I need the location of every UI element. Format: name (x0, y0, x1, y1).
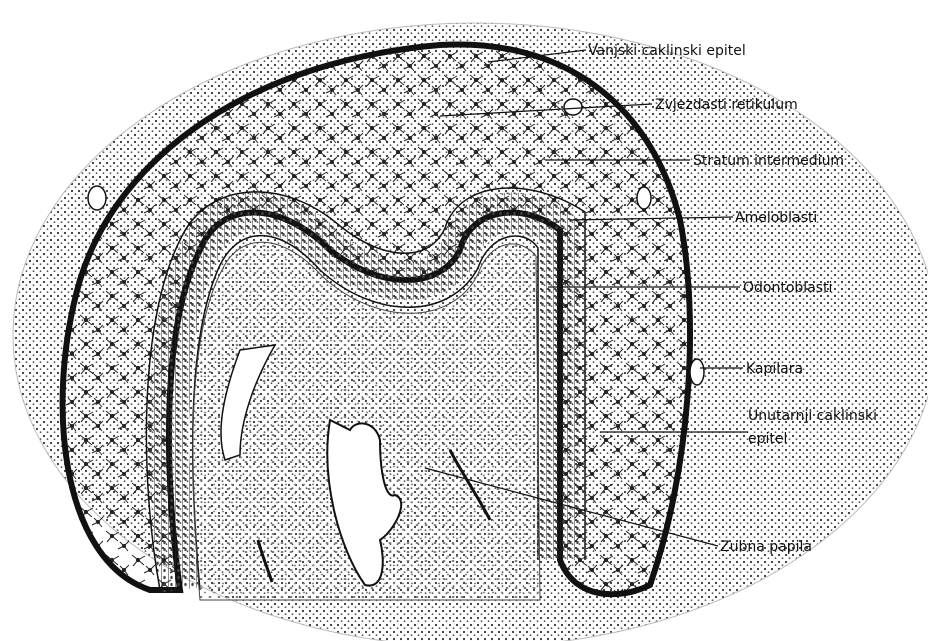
label-dental-papilla: Zubna papila (720, 539, 812, 555)
label-ameloblasts: Ameloblasti (735, 210, 817, 226)
label-odontoblasts: Odontoblasti (743, 280, 832, 296)
label-capillary: Kapilara (746, 361, 803, 377)
capillary (690, 359, 704, 385)
label-stellate-reticulum: Zvjezdasti retikulum (655, 97, 798, 113)
label-inner-enamel-epithelium-1: Unutarnji caklinski (748, 408, 877, 424)
capillary (564, 99, 582, 115)
capillary (637, 187, 651, 209)
label-outer-enamel-epithelium: Vanjski caklinski epitel (588, 43, 746, 59)
label-stratum-intermedium: Stratum intermedium (693, 153, 844, 169)
label-inner-enamel-epithelium-2: epitel (748, 431, 787, 447)
capillary (88, 186, 106, 210)
